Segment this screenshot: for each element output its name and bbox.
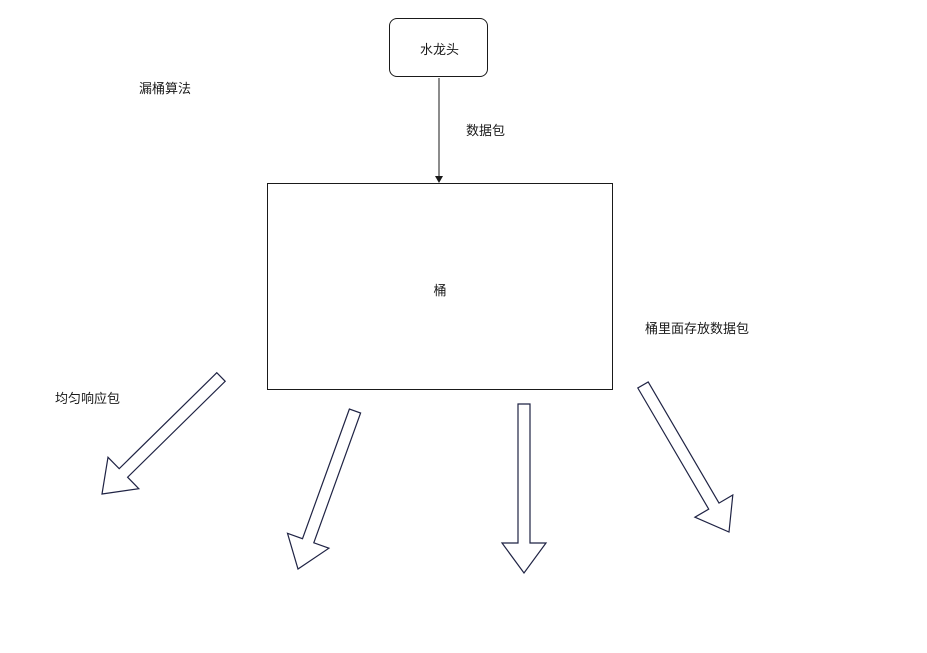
bucket-label: 桶 xyxy=(433,284,447,299)
bucket-node: 桶 xyxy=(267,183,613,390)
faucet-label: 水龙头 xyxy=(419,43,459,58)
hollow-arrow-icon xyxy=(286,408,362,570)
bucket-note: 桶里面存放数据包 xyxy=(645,322,750,337)
diagram-title: 漏桶算法 xyxy=(139,82,192,97)
hollow-arrow-icon xyxy=(636,381,734,533)
hollow-arrow-icon xyxy=(500,403,548,575)
faucet-node: 水龙头 xyxy=(389,18,488,77)
output-label: 均匀响应包 xyxy=(55,392,121,407)
flow-label: 数据包 xyxy=(466,124,506,139)
hollow-arrow-icon xyxy=(101,371,227,495)
